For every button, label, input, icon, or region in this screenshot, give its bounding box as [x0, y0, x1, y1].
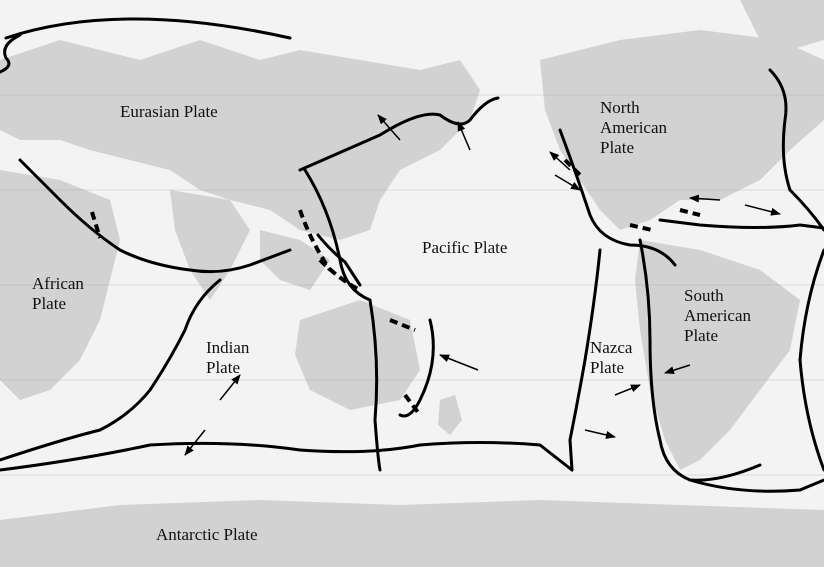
boundary-cascadia	[563, 158, 582, 177]
boundary-aleutian	[298, 96, 500, 172]
land-greenland	[740, 0, 824, 50]
boundary-left-curl	[0, 33, 22, 74]
land-new-zealand	[438, 395, 462, 435]
plate-label-antarctic: Antarctic Plate	[156, 525, 258, 544]
boundary-indian-ridge	[0, 278, 222, 462]
arrow-north-america-2	[554, 174, 581, 191]
boundary-east-pacific-rise	[568, 248, 602, 472]
arrow-indian-ne	[219, 374, 241, 401]
plate-label-african: African Plate	[32, 274, 84, 313]
plate-label-pacific: Pacific Plate	[422, 238, 508, 257]
plate-boundaries	[0, 17, 824, 493]
motion-arrows	[184, 114, 781, 456]
arrow-southern-east	[584, 429, 616, 439]
land-north-america	[540, 30, 824, 230]
boundary-scotia	[688, 478, 824, 493]
arrow-south-america-west	[664, 364, 691, 375]
arrow-pacific-nw-1	[377, 114, 401, 141]
boundary-caribbean	[629, 208, 701, 232]
plate-label-indian: Indian Plate	[206, 338, 250, 377]
arrow-north-america-1	[549, 151, 571, 171]
boundary-indonesia	[318, 258, 361, 292]
land-australia	[295, 300, 420, 410]
boundary-na-west	[558, 128, 677, 267]
boundary-japan-trench	[303, 168, 372, 302]
dashed-boundaries	[90, 158, 701, 417]
boundary-southern-ridge	[0, 441, 574, 472]
arrow-nazca-east	[614, 384, 641, 396]
boundary-mid-atlantic	[768, 68, 824, 232]
boundary-africa-rift	[90, 211, 102, 239]
boundary-kermadec	[389, 318, 422, 417]
boundary-philippine	[298, 209, 332, 272]
boundary-peru-chile	[638, 238, 762, 482]
boundary-pacific-antarctic	[368, 298, 382, 472]
plate-label-north-american: North American Plate	[600, 98, 668, 157]
boundary-indo-australian	[18, 158, 292, 274]
graticule	[0, 94, 824, 476]
boundary-tonga	[398, 318, 435, 418]
arrow-pacific-west	[439, 354, 479, 371]
plate-label-nazca: Nazca Plate	[590, 338, 633, 377]
plate-label-eurasian: Eurasian Plate	[120, 102, 218, 121]
arrow-indian-sw	[184, 429, 206, 456]
land-se-asia	[260, 230, 330, 290]
boundary-right-edge	[798, 248, 824, 472]
land-south-america	[635, 240, 800, 470]
land-india	[170, 190, 250, 300]
boundary-top-left-arc	[4, 17, 292, 40]
boundary-mariana	[316, 233, 362, 287]
land-antarctica	[0, 500, 824, 567]
arrow-atlantic-east	[744, 204, 781, 216]
plate-label-south-american: South American Plate	[684, 286, 752, 345]
arrow-atlantic-west	[689, 194, 721, 203]
boundary-sa-east	[658, 218, 824, 230]
land-eurasia	[0, 40, 480, 240]
arrow-pacific-nw-2	[457, 121, 471, 151]
